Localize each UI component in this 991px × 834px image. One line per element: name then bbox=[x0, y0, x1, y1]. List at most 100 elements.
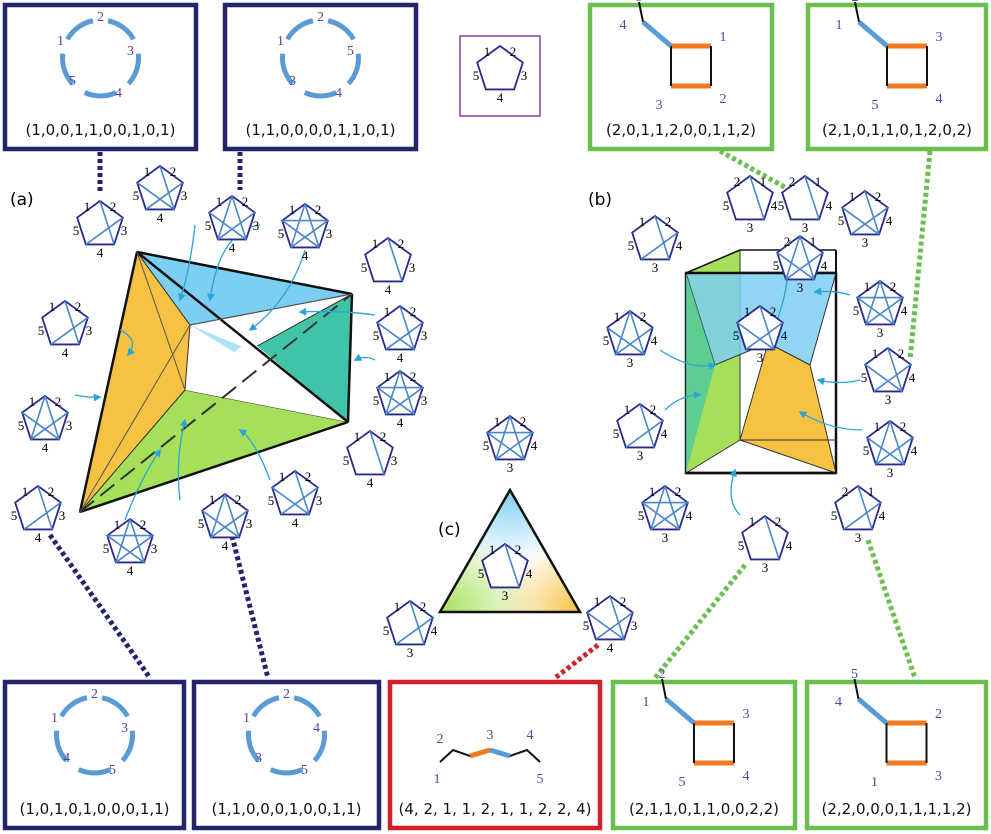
vertex-label: 3 bbox=[316, 493, 323, 508]
chord bbox=[664, 485, 680, 530]
chord bbox=[615, 310, 631, 355]
arc-segment bbox=[312, 730, 327, 763]
node-label: 1 bbox=[871, 775, 878, 790]
chord bbox=[785, 251, 824, 281]
vertex-label: 4 bbox=[127, 563, 134, 578]
chord bbox=[875, 420, 891, 465]
vertex-label: 3 bbox=[409, 260, 416, 275]
node-label: 5 bbox=[301, 763, 308, 778]
vertex-label: 5 bbox=[373, 328, 380, 343]
chord bbox=[495, 415, 511, 460]
vertex-label: 4 bbox=[771, 198, 778, 213]
vertex-label: 4 bbox=[292, 515, 299, 530]
vertex-label: 1 bbox=[84, 199, 91, 214]
arc-segment bbox=[280, 53, 295, 86]
vertex-label: 3 bbox=[502, 588, 509, 603]
chord bbox=[201, 509, 240, 539]
chord bbox=[50, 316, 89, 346]
vertex-label: 1 bbox=[494, 414, 501, 429]
vertex-label: 2 bbox=[675, 484, 682, 499]
vertex-label: 1 bbox=[384, 304, 391, 319]
arc-segment bbox=[269, 767, 304, 776]
arc-segment bbox=[54, 730, 69, 763]
vertex-label: 1 bbox=[872, 346, 879, 361]
vertex-label: 4 bbox=[821, 258, 828, 273]
vertex-label: 2 bbox=[242, 194, 249, 209]
vertex-label: 5 bbox=[483, 438, 490, 453]
vertex-label: 5 bbox=[613, 426, 620, 441]
vertex-label: 4 bbox=[229, 240, 236, 255]
vertex-label: 5 bbox=[11, 508, 18, 523]
arc-segment bbox=[303, 90, 338, 99]
vertex-label: 1 bbox=[114, 517, 121, 532]
arc-segment bbox=[251, 695, 280, 718]
bond bbox=[853, 678, 860, 700]
vertex-label: 4 bbox=[886, 213, 893, 228]
chord bbox=[850, 206, 889, 236]
chord bbox=[271, 486, 310, 516]
vertex-label: 1 bbox=[209, 492, 216, 507]
vertex-label: 2 bbox=[784, 234, 791, 249]
vertex-label: 1 bbox=[289, 202, 296, 217]
vertex-label: 5 bbox=[638, 508, 645, 523]
vertex-label: 1 bbox=[372, 236, 379, 251]
vertex-label: 3 bbox=[421, 328, 428, 343]
vertex-label: 2 bbox=[140, 517, 147, 532]
vertex-label: 3 bbox=[802, 220, 809, 235]
vertex-label: 1 bbox=[49, 299, 56, 314]
bond bbox=[489, 747, 511, 759]
vertex-label: 4 bbox=[302, 248, 309, 263]
vertex-label: 2 bbox=[315, 202, 322, 217]
node-label: 1 bbox=[836, 18, 843, 33]
node-label: 5 bbox=[109, 763, 116, 778]
chord bbox=[64, 300, 80, 345]
vertex-label: 4 bbox=[397, 415, 404, 430]
vertex-label: 5 bbox=[198, 516, 205, 531]
vertex-label: 3 bbox=[151, 541, 158, 556]
node-label: 2 bbox=[97, 10, 104, 25]
chord bbox=[736, 321, 775, 351]
chord bbox=[294, 470, 310, 515]
vertex-label: 4 bbox=[531, 438, 538, 453]
chord bbox=[115, 518, 131, 563]
chord bbox=[799, 235, 815, 280]
node-label: 3 bbox=[121, 721, 128, 736]
polytope-a bbox=[78, 250, 354, 514]
vertex-label: 3 bbox=[887, 465, 894, 480]
vertex-label: 2 bbox=[110, 199, 117, 214]
chord bbox=[129, 518, 145, 563]
chord bbox=[224, 493, 240, 538]
chord bbox=[385, 370, 401, 415]
node-label: 2 bbox=[317, 10, 324, 25]
vertex-label: 3 bbox=[507, 460, 514, 475]
vertex-label: 4 bbox=[367, 475, 374, 490]
chord bbox=[217, 211, 256, 241]
chord bbox=[486, 431, 525, 461]
vertex-label: 3 bbox=[86, 323, 93, 338]
vertex-label: 5 bbox=[603, 333, 610, 348]
vertex-label: 4 bbox=[781, 328, 788, 343]
card-caption: (2,1,1,0,1,1,0,0,2,2) bbox=[629, 800, 779, 818]
chord bbox=[399, 370, 415, 415]
chord bbox=[504, 543, 520, 588]
node-label: 5 bbox=[636, 0, 643, 5]
vertex-label: 3 bbox=[637, 448, 644, 463]
vertex-label: 1 bbox=[489, 542, 496, 557]
prism-b bbox=[684, 249, 838, 475]
node-label: 4 bbox=[936, 92, 943, 107]
vertex-label: 1 bbox=[874, 419, 881, 434]
vertex-label: 2 bbox=[734, 174, 741, 189]
chord bbox=[595, 611, 634, 641]
vertex-label: 2 bbox=[650, 402, 657, 417]
